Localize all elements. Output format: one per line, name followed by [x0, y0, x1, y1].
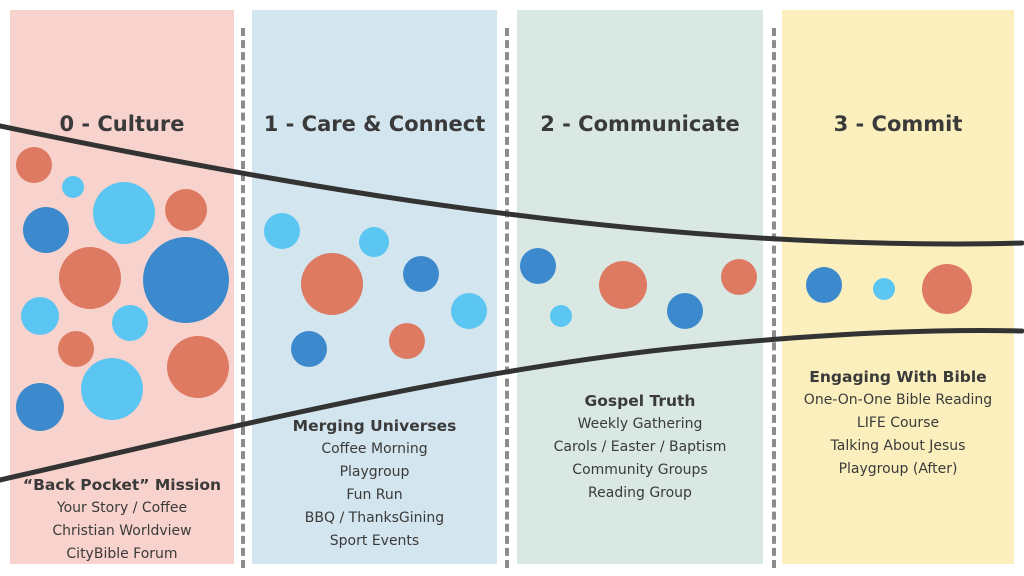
activity-item: Playgroup (After)	[838, 461, 958, 477]
activity-item: Playgroup	[339, 464, 410, 480]
stage-divider	[505, 28, 509, 568]
stage-activities-commit: Engaging With Bible One-On-One Bible Rea…	[782, 368, 1014, 481]
stage-heading-care-connect: Merging Universes	[292, 417, 457, 435]
activity-item: Weekly Gathering	[577, 416, 703, 432]
dot-dark-blue	[403, 256, 439, 292]
dot-dark-blue	[806, 267, 842, 303]
stage-divider	[772, 28, 776, 568]
dot-light-blue	[62, 176, 84, 198]
activity-item: LIFE Course	[856, 415, 940, 431]
people-dots	[16, 147, 972, 431]
stage-title-care-connect: 1 - Care & Connect	[263, 112, 486, 136]
dot-light-blue	[21, 297, 59, 335]
activity-item: Carols / Easter / Baptism	[553, 439, 727, 455]
dot-salmon	[165, 189, 207, 231]
activity-item: Your Story / Coffee	[56, 500, 188, 516]
dot-dark-blue	[16, 383, 64, 431]
stage-activities-communicate: Gospel Truth Weekly Gathering Carols / E…	[517, 392, 763, 505]
dot-light-blue	[451, 293, 487, 329]
dot-light-blue	[112, 305, 148, 341]
dot-light-blue	[550, 305, 572, 327]
funnel-upper-curve	[0, 123, 1024, 247]
dot-dark-blue	[291, 331, 327, 367]
dot-salmon	[167, 336, 229, 398]
stage-activities-culture: “Back Pocket” Mission Your Story / Coffe…	[10, 476, 234, 566]
stage-heading-communicate: Gospel Truth	[584, 392, 696, 410]
dot-dark-blue	[143, 237, 229, 323]
stage-title-communicate: 2 - Communicate	[540, 112, 740, 136]
activity-item: Talking About Jesus	[830, 438, 966, 454]
stage-divider	[241, 28, 245, 568]
dot-salmon	[16, 147, 52, 183]
stage-activities-care-connect: Merging Universes Coffee Morning Playgro…	[252, 417, 497, 553]
dot-dark-blue	[520, 248, 556, 284]
dot-dark-blue	[667, 293, 703, 329]
activity-item: Christian Worldview	[52, 523, 192, 539]
funnel-lower-curve	[0, 328, 1024, 483]
dot-salmon	[721, 259, 757, 295]
dot-salmon	[599, 261, 647, 309]
activity-item: Community Groups	[572, 462, 708, 478]
activity-item: Reading Group	[588, 485, 692, 501]
dot-salmon	[389, 323, 425, 359]
activity-item: CityBible Forum	[66, 546, 178, 562]
dot-salmon	[58, 331, 94, 367]
activity-item: BBQ / ThanksGining	[304, 510, 445, 526]
stage-heading-commit: Engaging With Bible	[809, 368, 987, 386]
activity-item: Coffee Morning	[321, 441, 428, 457]
activity-item: One-On-One Bible Reading	[803, 392, 993, 408]
dot-light-blue	[873, 278, 895, 300]
stage-title-commit: 3 - Commit	[833, 112, 963, 136]
dot-salmon	[59, 247, 121, 309]
stage-title-culture: 0 - Culture	[59, 112, 185, 136]
dot-light-blue	[264, 213, 300, 249]
dot-salmon	[922, 264, 972, 314]
activity-item: Sport Events	[329, 533, 420, 549]
dot-light-blue	[93, 182, 155, 244]
dot-salmon	[301, 253, 363, 315]
stage-panel-care-connect: 1 - Care & Connect Merging Universes Cof…	[252, 10, 497, 564]
dot-light-blue	[81, 358, 143, 420]
stage-heading-culture: “Back Pocket” Mission	[22, 476, 222, 494]
dot-dark-blue	[23, 207, 69, 253]
dot-light-blue	[359, 227, 389, 257]
activity-item: Fun Run	[346, 487, 403, 503]
